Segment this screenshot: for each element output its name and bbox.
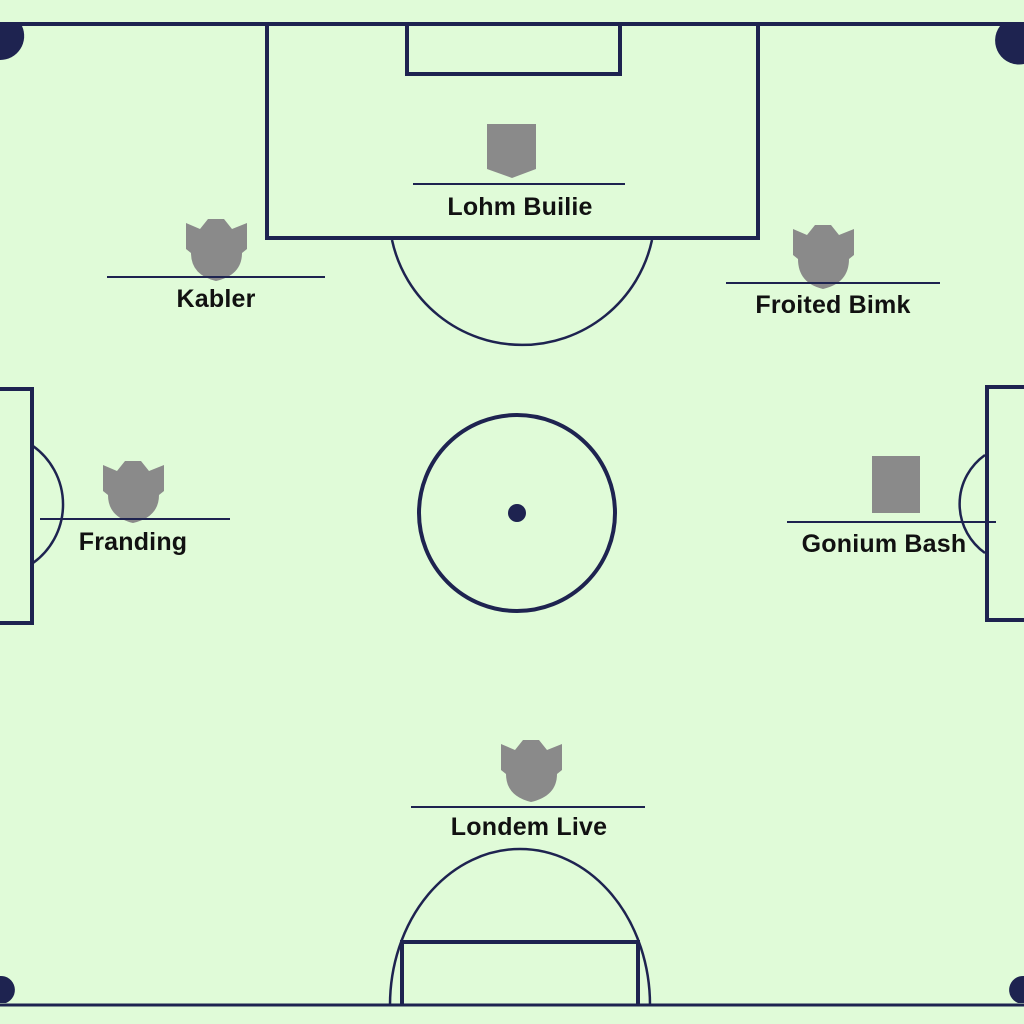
square-icon: [872, 456, 920, 513]
bottom-goal-area: [400, 940, 640, 1005]
name-underline: [413, 183, 625, 185]
left-side-arc: [32, 444, 65, 565]
player-name-lohm-builie: Lohm Builie: [447, 193, 593, 221]
name-underline: [40, 518, 230, 520]
corner-arc-top-right: [995, 26, 1024, 65]
name-underline: [787, 521, 996, 523]
jersey-icon: [103, 461, 164, 523]
player-name-gonium-bash: Gonium Bash: [801, 530, 967, 558]
right-side-arc: [958, 453, 986, 555]
player-name-kabler: Kabler: [176, 285, 256, 313]
center-circle: [417, 413, 617, 613]
corner-arc-bottom-left: [0, 975, 15, 1003]
player-name-froited-bimk: Froited Bimk: [755, 291, 911, 319]
name-underline: [411, 806, 645, 808]
jersey-icon: [793, 225, 854, 289]
corner-arc-bottom-right: [1009, 975, 1024, 1003]
player-name-franding: Franding: [78, 528, 188, 556]
right-side-box: [985, 385, 1024, 622]
bottom-penalty-arc: [388, 847, 652, 1006]
center-spot: [508, 504, 526, 522]
name-underline: [107, 276, 325, 278]
jersey-icon: [501, 740, 562, 802]
left-side-box: [0, 387, 34, 625]
name-underline: [726, 282, 940, 284]
jersey-icon: [186, 219, 247, 281]
player-name-londem-live: Londem Live: [450, 813, 608, 841]
shield-icon: [487, 124, 536, 178]
top-penalty-arc: [390, 239, 654, 347]
top-goal-area: [405, 22, 622, 76]
corner-arc-top-left: [0, 26, 25, 61]
